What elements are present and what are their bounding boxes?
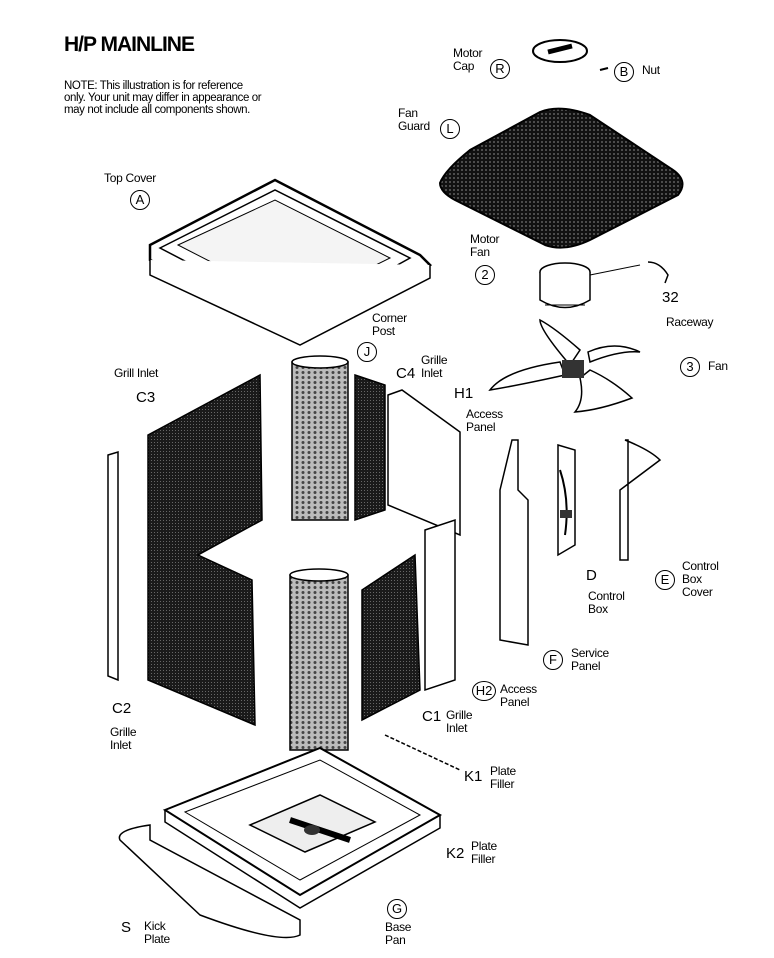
raceway-part [647,261,669,284]
callout-d: D [586,567,597,584]
grill-inlet-c3-label: Grill Inlet [114,366,159,380]
motor-fan-part [539,262,641,309]
callout-f: F [543,650,563,670]
plate-filler-k2-label: Plate Filler [471,839,497,866]
fan-guard-label: Fan Guard [398,106,430,133]
callout-h2: H2 [472,681,496,701]
callout-j: J [357,342,377,362]
callout-s: S [121,919,132,936]
motor-cap-part [532,39,588,63]
motor-fan-label: Motor Fan [470,232,500,259]
callout-g: G [387,899,407,919]
service-panel-label: Service Panel [571,646,609,673]
plate-filler-k1-part [384,734,461,771]
fan-part [488,318,641,413]
corner-post-part [289,355,349,751]
diagram-note: NOTE: This illustration is for reference… [64,80,262,116]
callout-c1: C1 [422,708,442,725]
kick-plate-label: Kick Plate [144,919,170,946]
raceway-label: Raceway [666,315,714,329]
grille-inlet-c1-label: Grille Inlet [446,708,473,735]
nut-label: Nut [642,63,660,77]
callout-r: R [490,59,510,79]
callout-h1: H1 [454,385,474,402]
callout-e: E [655,570,675,590]
plate-filler-k1-label: Plate Filler [490,764,516,791]
control-box-part [557,443,576,557]
callout-2: 2 [475,265,495,285]
top-cover-part [148,178,433,346]
grille-inlet-c2-label: Grille Inlet [110,725,137,752]
callout-l: L [440,119,460,139]
control-box-cover-part [619,439,662,561]
corner-post-label: Corner Post [372,311,407,338]
callout-c2: C2 [112,700,132,717]
control-box-label: Control Box [588,589,625,616]
grille-inlet-c4-label: Grille Inlet [421,353,448,380]
access-panel-h1-part [387,389,461,537]
callout-3: 3 [680,357,700,377]
base-pan-label: Base Pan [385,920,412,947]
fan-guard-part [438,107,684,249]
grille-inlet-c4-part [354,373,386,522]
callout-32: 32 [662,289,679,306]
top-cover-label: Top Cover [104,171,156,185]
kick-plate-part [118,824,301,939]
callout-k2: K2 [446,845,465,862]
service-panel-part [499,439,529,646]
callout-c4: C4 [396,365,416,382]
callout-a: A [130,190,150,210]
motor-cap-label: Motor Cap [453,46,483,73]
callout-k1: K1 [464,768,483,785]
diagram-title: H/P MAINLINE [64,33,195,56]
access-panel-h2-part [424,518,456,692]
access-panel-h1-label: Access Panel [466,407,503,434]
access-panel-h2-label: Access Panel [500,682,537,709]
control-box-cover-label: Control Box Cover [682,559,719,599]
base-pan-part [162,746,443,909]
callout-b: B [614,62,634,82]
nut-part [599,67,609,71]
fan-label: Fan [708,359,728,373]
grille-inlet-c3-part [107,373,263,727]
callout-c3: C3 [136,389,156,406]
grille-inlet-c1-part [361,553,421,722]
